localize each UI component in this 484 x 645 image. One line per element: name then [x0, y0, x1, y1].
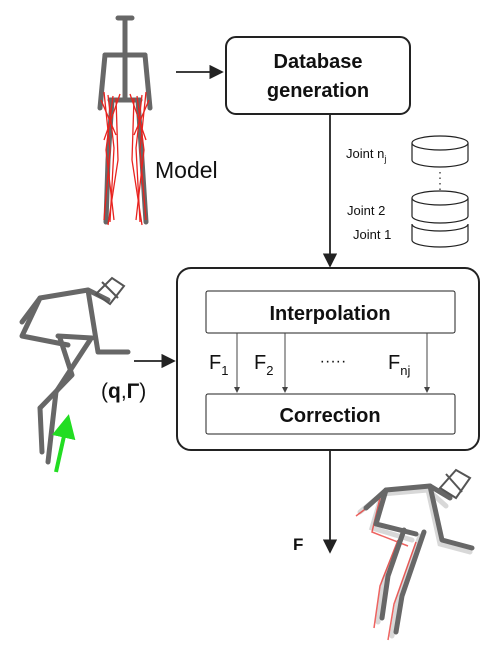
database-generation-title: Database — [274, 51, 363, 73]
correction-label: Correction — [279, 405, 380, 427]
forces-ellipsis: ····· — [320, 353, 347, 370]
database-nj-icon — [411, 135, 469, 168]
output-posture-figure-icon — [355, 468, 475, 641]
force-2-label: F2 — [254, 352, 273, 378]
database-1-label: Joint 1 — [353, 227, 391, 242]
input-label: (q,Γ) — [101, 380, 146, 403]
interpolation-box — [205, 290, 456, 334]
model-figure-icon — [97, 15, 153, 226]
output-label: F — [293, 535, 303, 554]
database-nj-label: Joint nj — [346, 146, 386, 164]
database-2-icon — [411, 190, 469, 224]
input-posture-figure-icon — [19, 276, 131, 473]
model-label: Model — [155, 157, 218, 183]
database-1-icon — [411, 223, 469, 248]
correction-box — [205, 393, 456, 435]
interpolation-label: Interpolation — [269, 303, 390, 325]
database-generation-box — [225, 36, 411, 115]
database-generation-subtitle: generation — [267, 80, 369, 102]
force-nj-label: Fnj — [388, 352, 410, 378]
database-2-label: Joint 2 — [347, 203, 385, 218]
force-1-label: F1 — [209, 352, 228, 378]
